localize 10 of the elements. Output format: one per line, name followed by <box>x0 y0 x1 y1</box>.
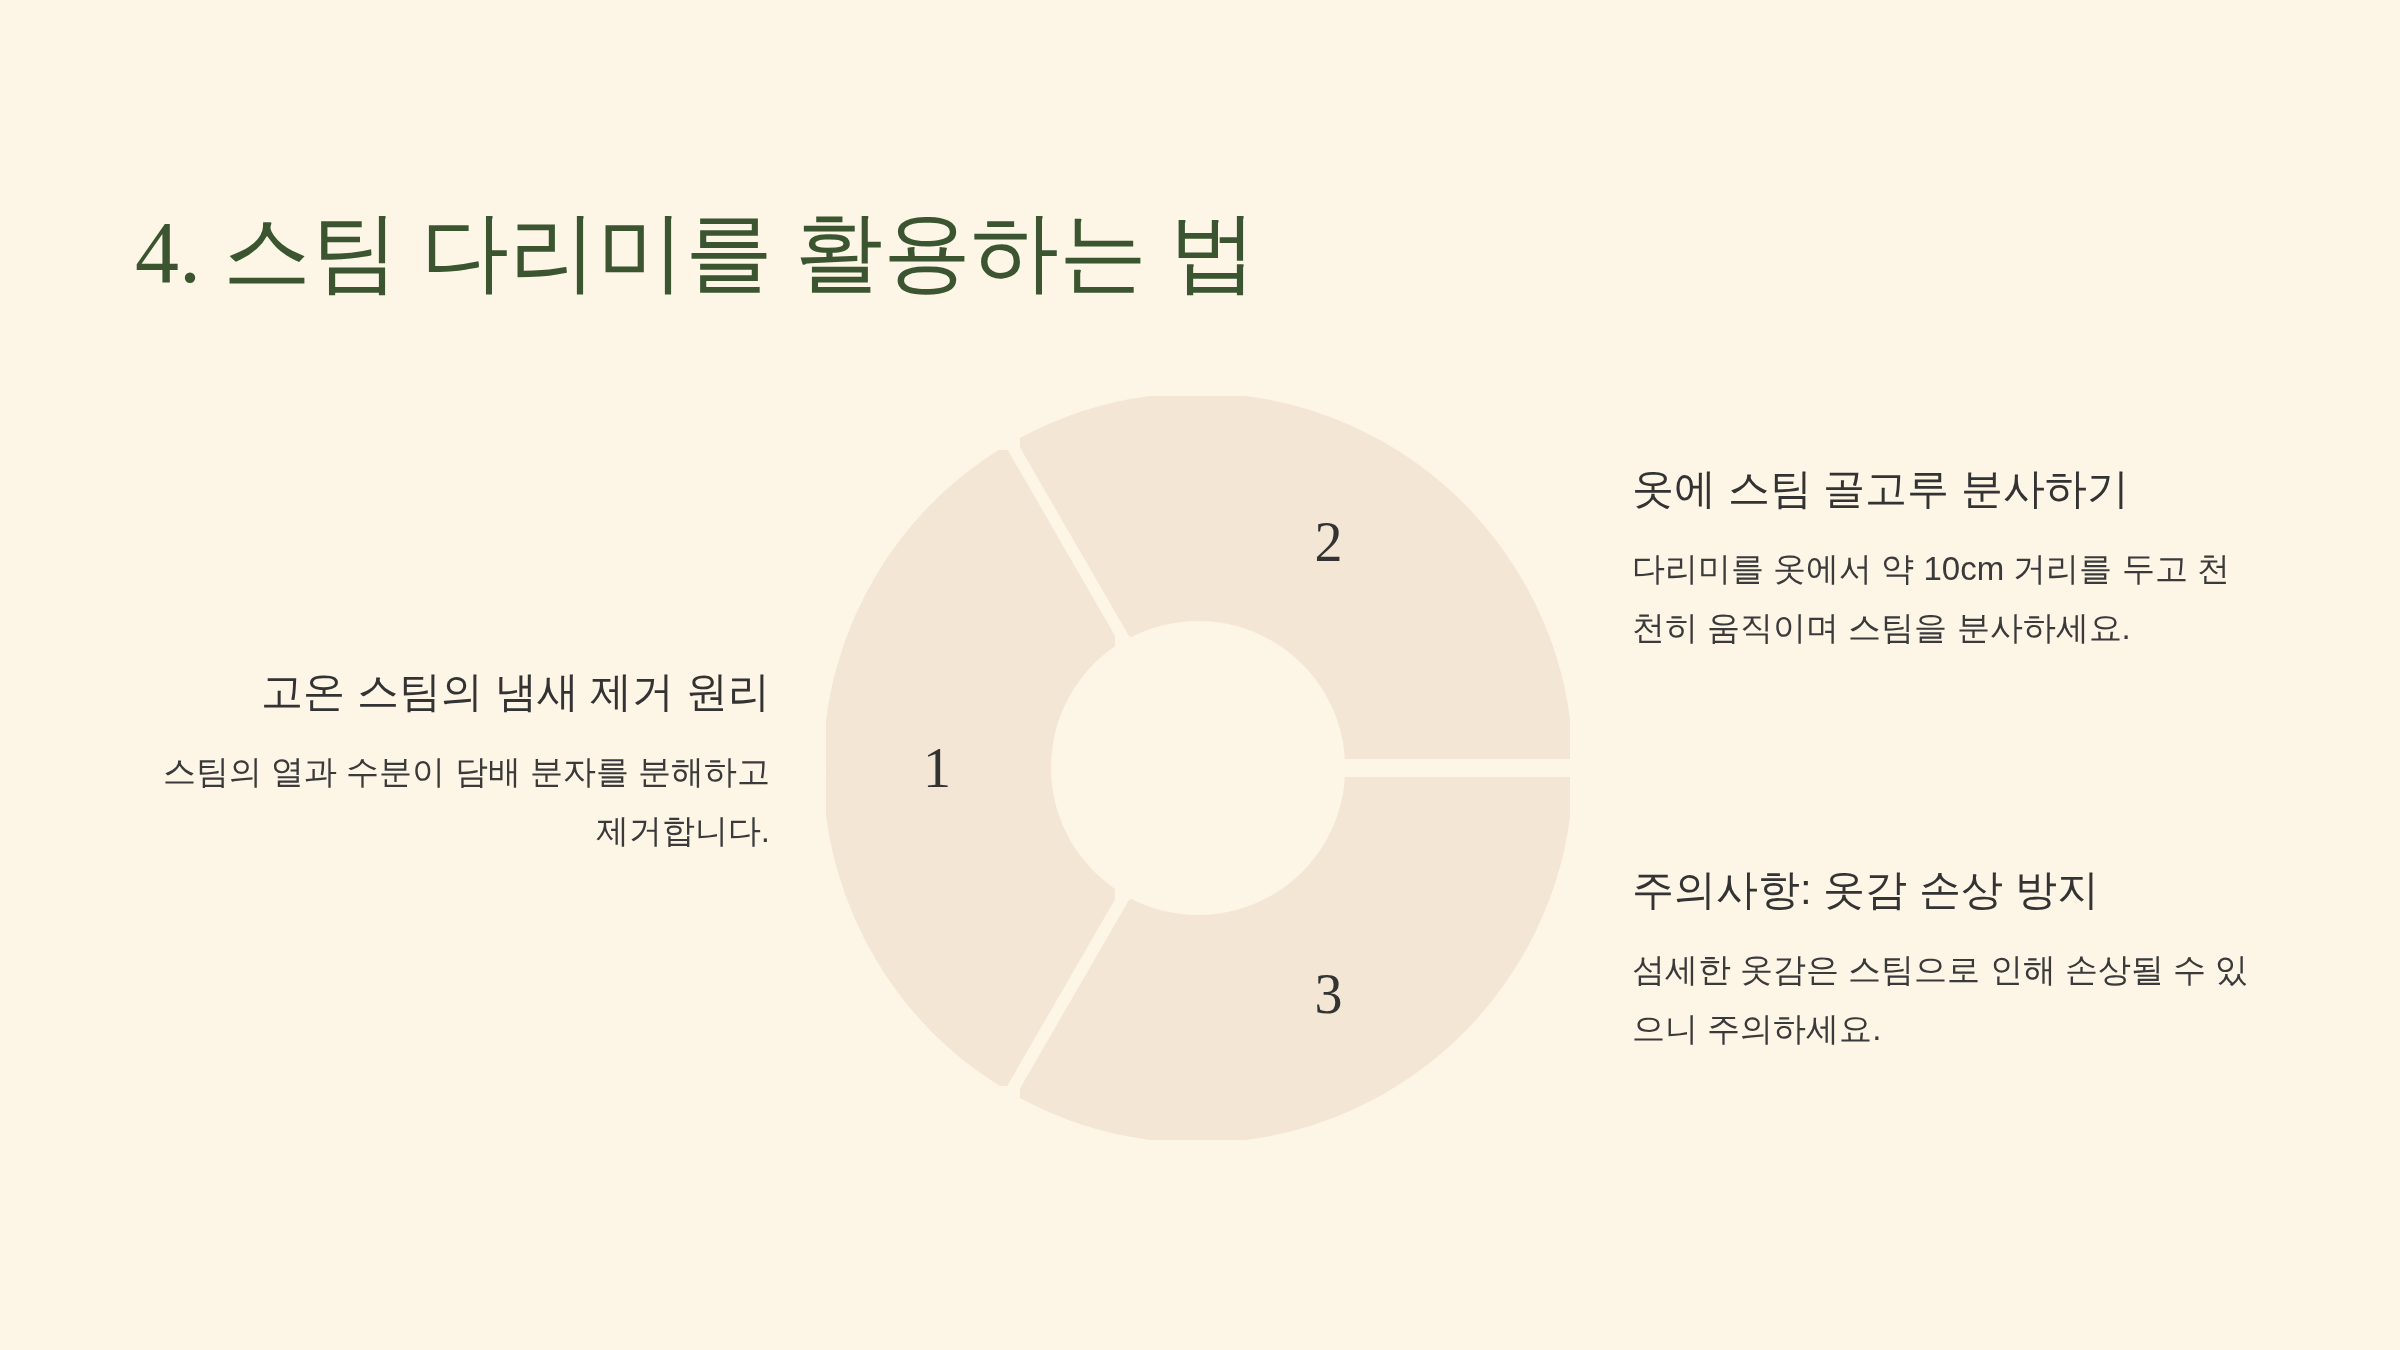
step-heading: 옷에 스팀 골고루 분사하기 <box>1632 464 2130 514</box>
title: 4. 스팀 다리미를 활용하는 법 <box>135 203 1257 303</box>
step-description: 섬세한 옷감은 스팀으로 인해 손상될 수 있으니 주의하세요. <box>1632 949 2249 1049</box>
segment-number: 3 <box>1314 966 1343 1022</box>
step-description: 다리미를 옷에서 약 10cm 거리를 두고 천천히 움직이며 스팀을 분사하세요. <box>1632 548 2231 648</box>
step-description: 스팀의 열과 수분이 담배 분자를 분해하고 제거합니다. <box>162 751 770 851</box>
segment-number: 1 <box>923 740 951 796</box>
segment-number: 2 <box>1314 513 1343 570</box>
step-heading: 주의사항: 옷감 손상 방지 <box>1632 865 2100 915</box>
step-heading: 고온 스팀의 냄새 제거 원리 <box>260 667 770 717</box>
